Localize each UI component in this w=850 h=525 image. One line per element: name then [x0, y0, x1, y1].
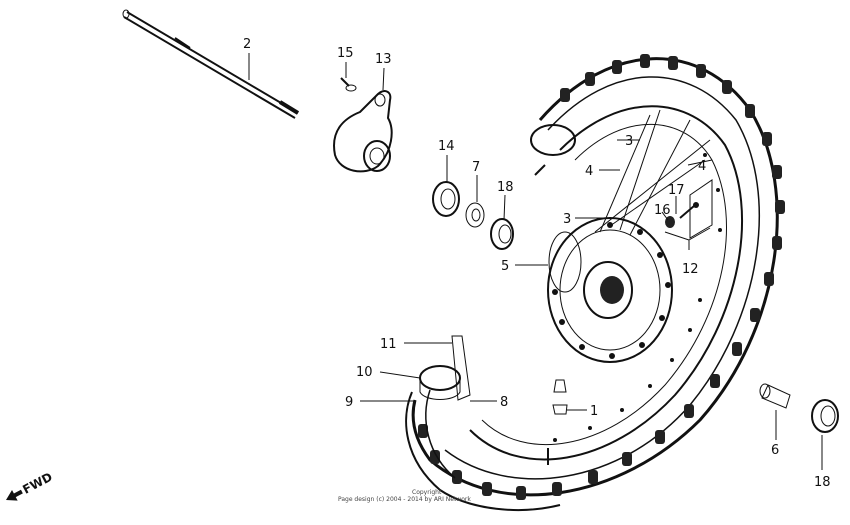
label-part-1: 1	[590, 404, 598, 419]
spokes	[594, 109, 711, 236]
fwd-label: FWD	[20, 470, 54, 497]
gearbox-part	[333, 90, 393, 173]
collar-part	[759, 383, 791, 409]
hub-part	[547, 217, 673, 363]
label-part-12: 12	[682, 262, 699, 277]
label-part-4-right: 4	[698, 159, 706, 174]
label-part-6: 6	[771, 443, 779, 458]
seal-part	[432, 181, 460, 217]
label-part-18-lower: 18	[814, 475, 831, 490]
label-part-14: 14	[438, 139, 455, 154]
tube-part	[419, 365, 461, 400]
label-part-4-left: 4	[585, 164, 593, 179]
label-part-3-upper: 3	[625, 134, 633, 149]
tire-end-top	[530, 124, 576, 176]
copyright-line2: Page design (c) 2004 - 2014 by ARI Netwo…	[338, 496, 471, 503]
label-part-3-lower: 3	[563, 212, 571, 227]
bearing-lower-part	[811, 399, 839, 433]
valve-part	[547, 379, 568, 465]
rim-band-part	[451, 335, 471, 401]
wheel-assembly	[411, 54, 785, 500]
label-part-10: 10	[356, 365, 373, 380]
label-part-8: 8	[500, 395, 508, 410]
bearing-part	[490, 218, 514, 250]
label-part-5: 5	[501, 259, 509, 274]
label-part-2: 2	[243, 37, 251, 52]
copyright-line1: Copyright	[412, 489, 442, 496]
label-part-9: 9	[345, 395, 353, 410]
retainer-part	[465, 202, 485, 228]
label-part-18-upper: 18	[497, 180, 514, 195]
screw-part	[340, 77, 357, 92]
fwd-indicator: FWD	[6, 470, 55, 501]
label-part-16: 16	[654, 203, 671, 218]
label-part-15: 15	[337, 46, 354, 61]
tire-section	[405, 389, 561, 511]
label-part-7: 7	[472, 160, 480, 175]
label-part-13: 13	[375, 52, 392, 67]
label-part-11: 11	[380, 337, 397, 352]
fwd-arrow-icon	[6, 489, 23, 501]
leader-lines	[248, 53, 823, 470]
label-part-17: 17	[668, 183, 685, 198]
axle-part	[122, 9, 300, 119]
